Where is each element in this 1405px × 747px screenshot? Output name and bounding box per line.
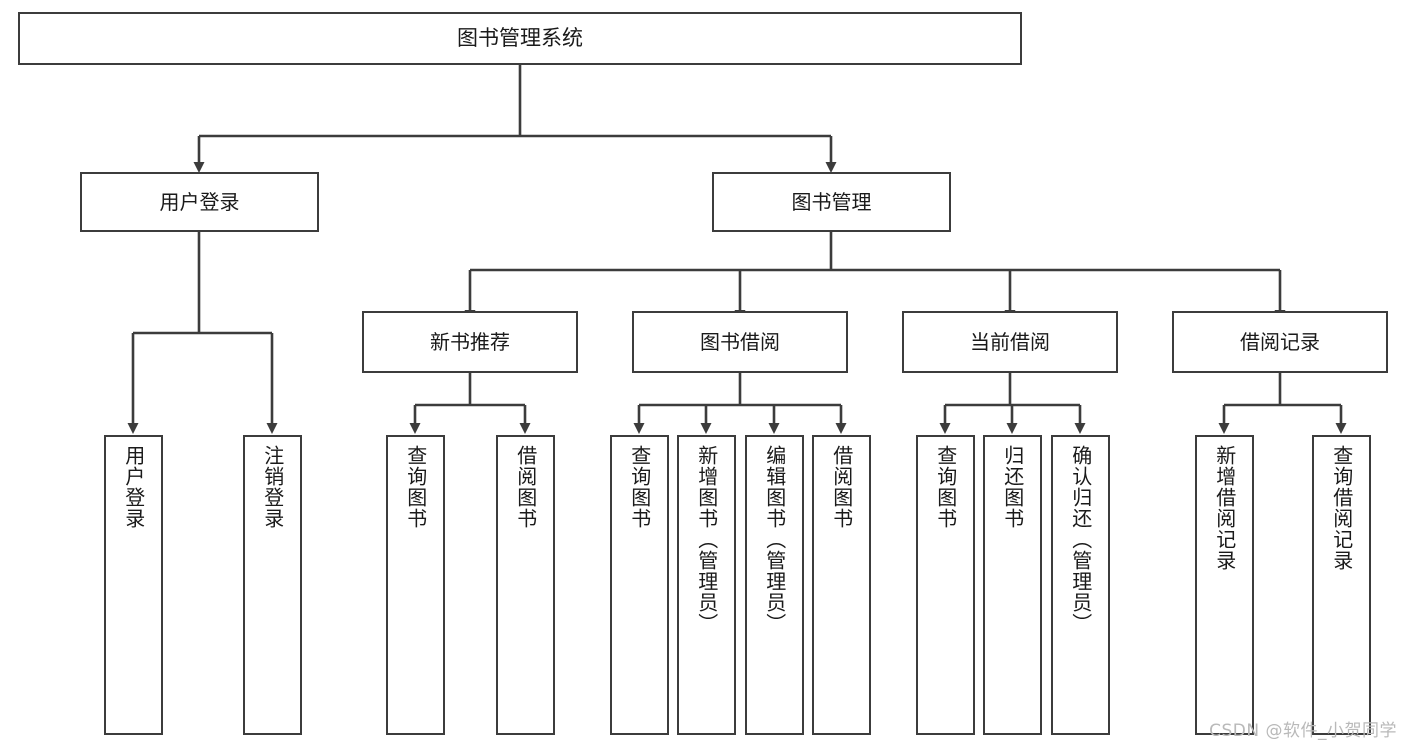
- node-label: 图书管理: [791, 190, 872, 214]
- node-leaf-user-logout[interactable]: 注销登录: [243, 435, 302, 735]
- node-leaf-edit-book-admin[interactable]: 编辑图书（管理员）: [745, 435, 804, 735]
- node-label: 确认归还（管理员）: [1068, 445, 1093, 634]
- node-label: 用户登录: [159, 190, 240, 214]
- node-label: 用户登录: [121, 445, 146, 529]
- node-label: 查询图书: [627, 445, 652, 529]
- node-leaf-query-borrow-record[interactable]: 查询借阅记录: [1312, 435, 1371, 735]
- node-book-management[interactable]: 图书管理: [712, 172, 951, 232]
- node-leaf-borrow-book[interactable]: 借阅图书: [812, 435, 871, 735]
- node-label: 查询图书: [933, 445, 958, 529]
- node-label: 编辑图书（管理员）: [762, 445, 787, 634]
- node-leaf-query-book[interactable]: 查询图书: [610, 435, 669, 735]
- node-leaf-add-borrow-record[interactable]: 新增借阅记录: [1195, 435, 1254, 735]
- node-book-borrow[interactable]: 图书借阅: [632, 311, 848, 373]
- node-label: 查询图书: [403, 445, 428, 529]
- watermark: CSDN @软件_小贺同学: [1209, 721, 1397, 741]
- node-label: 新增图书（管理员）: [694, 445, 719, 634]
- node-label: 图书管理系统: [457, 25, 583, 50]
- node-leaf-borrow-book-recommend[interactable]: 借阅图书: [496, 435, 555, 735]
- node-label: 图书借阅: [700, 330, 780, 354]
- node-user-login[interactable]: 用户登录: [80, 172, 319, 232]
- node-label: 新书推荐: [430, 330, 510, 354]
- node-leaf-query-book-current[interactable]: 查询图书: [916, 435, 975, 735]
- node-leaf-add-book-admin[interactable]: 新增图书（管理员）: [677, 435, 736, 735]
- node-leaf-confirm-return-admin[interactable]: 确认归还（管理员）: [1051, 435, 1110, 735]
- node-label: 归还图书: [1000, 445, 1025, 529]
- node-label: 注销登录: [260, 445, 285, 529]
- node-label: 查询借阅记录: [1329, 445, 1354, 571]
- node-label: 借阅图书: [513, 445, 538, 529]
- node-label: 新增借阅记录: [1212, 445, 1237, 571]
- node-leaf-return-book[interactable]: 归还图书: [983, 435, 1042, 735]
- node-leaf-query-book-recommend[interactable]: 查询图书: [386, 435, 445, 735]
- node-current-borrow[interactable]: 当前借阅: [902, 311, 1118, 373]
- node-label: 借阅图书: [829, 445, 854, 529]
- node-root-system[interactable]: 图书管理系统: [18, 12, 1022, 65]
- node-label: 借阅记录: [1240, 330, 1320, 354]
- node-new-book-recommend[interactable]: 新书推荐: [362, 311, 578, 373]
- node-leaf-user-login[interactable]: 用户登录: [104, 435, 163, 735]
- node-borrow-record[interactable]: 借阅记录: [1172, 311, 1388, 373]
- node-label: 当前借阅: [970, 330, 1050, 354]
